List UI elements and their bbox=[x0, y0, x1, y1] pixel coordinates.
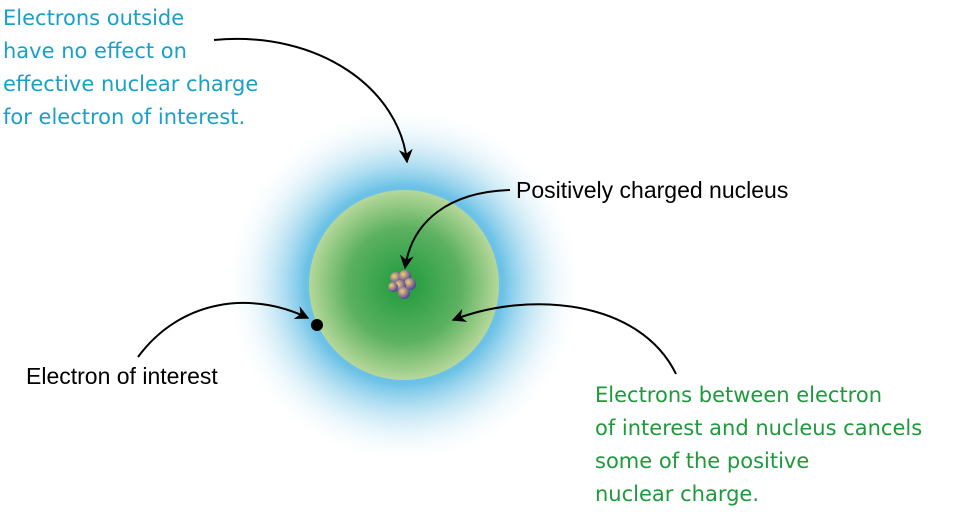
nucleus-label: Positively charged nucleus bbox=[516, 177, 789, 203]
between-label-line-1: Electrons between electron bbox=[595, 383, 883, 407]
arrow-electron bbox=[137, 302, 310, 358]
between-label-line-2: of interest and nucleus cancels bbox=[595, 416, 923, 440]
arrow-nucleus bbox=[399, 189, 511, 270]
between-label-line-4: nuclear charge. bbox=[595, 482, 760, 506]
between-label-line-3: some of the positive bbox=[595, 449, 810, 473]
electron-of-interest-label: Electron of interest bbox=[26, 363, 218, 389]
electron-of-interest-dot bbox=[311, 319, 323, 331]
arrow-outside bbox=[213, 37, 413, 164]
outside-label-line-3: effective nuclear charge bbox=[3, 72, 259, 96]
arrow-between bbox=[451, 303, 677, 375]
outside-label-line-2: have no effect on bbox=[3, 39, 187, 63]
outside-label-line-4: for electron of interest. bbox=[3, 105, 246, 129]
outside-label-line-1: Electrons outside bbox=[3, 6, 185, 30]
nucleus-icon bbox=[388, 270, 416, 299]
